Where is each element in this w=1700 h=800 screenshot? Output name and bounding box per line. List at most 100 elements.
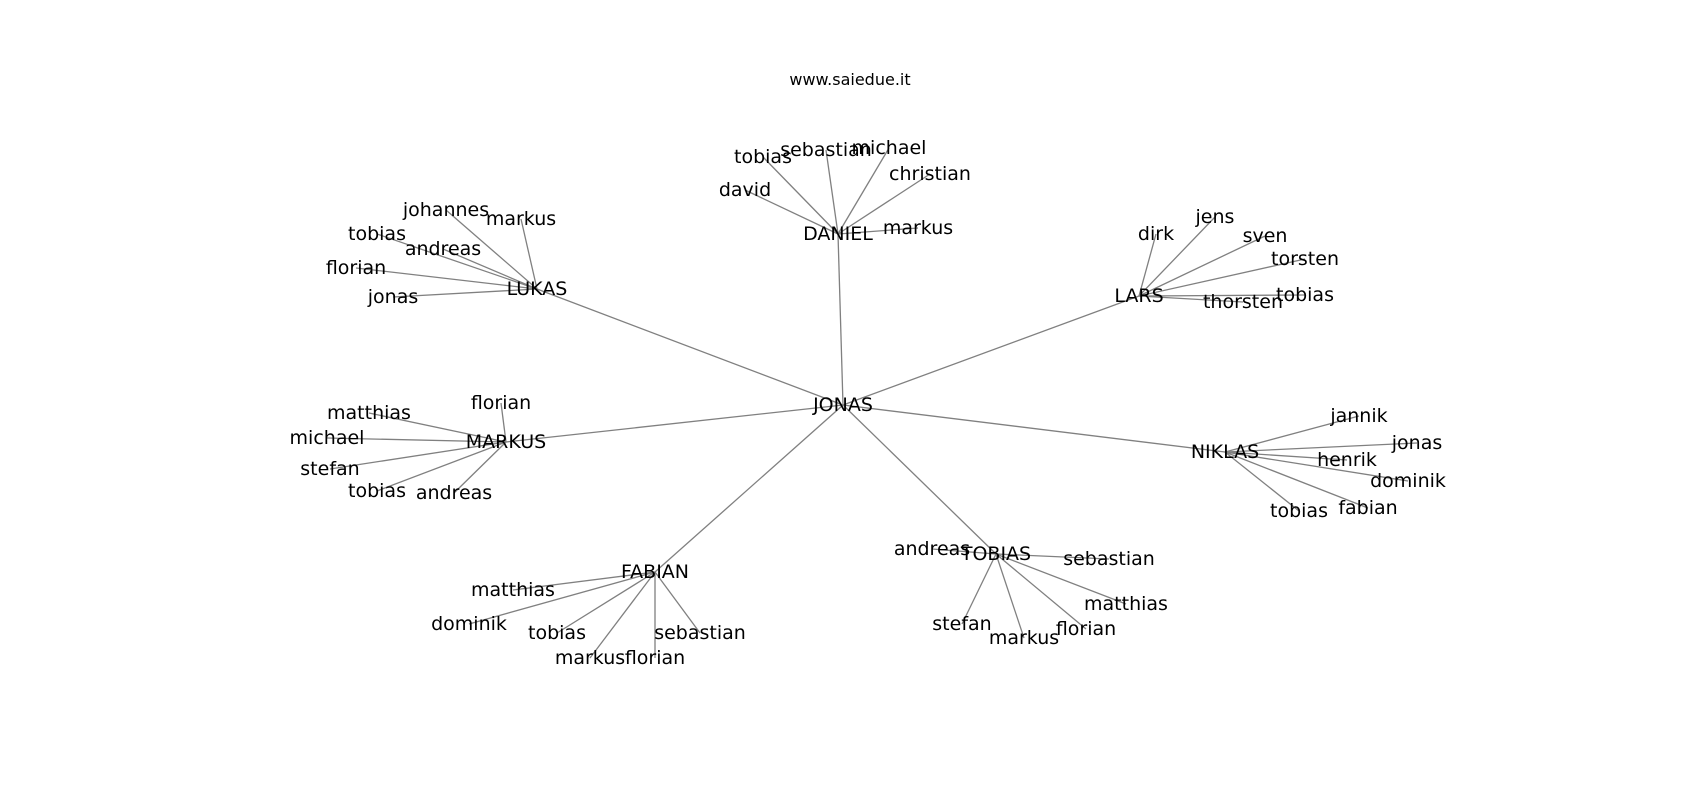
leaf-node-lukas-florian: florian	[326, 257, 386, 279]
edge-lars-sven	[1138, 235, 1266, 297]
leaf-node-niklas-henrik: henrik	[1317, 449, 1377, 471]
leaf-node-daniel-sebastian: sebastian	[780, 139, 872, 161]
hub-node-fabian: FABIAN	[621, 561, 689, 583]
edge-root-lars	[842, 295, 1140, 406]
leaf-node-fabian-matthias: matthias	[471, 579, 555, 601]
leaf-node-lukas-johannes: johannes	[402, 199, 489, 221]
edge-fabian-sebastian	[654, 571, 701, 634]
edge-lukas-florian	[355, 267, 538, 290]
leaf-node-daniel-tobias: tobias	[734, 146, 792, 168]
edge-daniel-markus	[837, 227, 919, 235]
hub-node-markus: MARKUS	[466, 431, 547, 453]
edge-lars-jens	[1138, 216, 1216, 297]
edge-root-lukas	[536, 288, 844, 406]
leaf-node-lars-sven: sven	[1243, 225, 1288, 247]
edge-fabian-markus	[589, 571, 656, 659]
edge-tobias-sebastian	[995, 553, 1110, 560]
leaf-node-tobias-markus: markus	[989, 627, 1059, 649]
leaf-node-lukas-markus: markus	[486, 208, 556, 230]
edge-root-markus	[505, 404, 844, 443]
edge-tobias-stefan	[961, 553, 997, 625]
edges-layer	[326, 147, 1418, 659]
edge-lukas-jonas	[392, 288, 538, 298]
edge-tobias-markus	[995, 553, 1025, 639]
edge-root-fabian	[654, 404, 844, 573]
edge-niklas-jonas	[1224, 442, 1418, 453]
edge-niklas-dominik	[1224, 451, 1409, 482]
leaf-node-markus-matthias: matthias	[327, 402, 411, 424]
watermark-text: www.saiedue.it	[789, 70, 911, 89]
edge-markus-florian	[500, 402, 507, 443]
edge-markus-stefan	[329, 441, 507, 470]
edge-lukas-tobias	[376, 233, 538, 290]
edge-niklas-fabian	[1224, 451, 1369, 509]
leaf-node-fabian-dominik: dominik	[431, 613, 507, 635]
edge-daniel-tobias	[762, 156, 839, 235]
leaf-node-markus-florian: florian	[471, 392, 531, 414]
edge-daniel-christian	[837, 173, 931, 235]
leaf-node-daniel-markus: markus	[883, 217, 953, 239]
hub-node-niklas: NIKLAS	[1191, 441, 1259, 463]
edge-lars-thorsten	[1138, 295, 1244, 303]
leaf-node-lukas-jonas: jonas	[367, 286, 419, 308]
leaf-node-lars-jens: jens	[1195, 206, 1235, 228]
leaf-node-niklas-jannik: jannik	[1329, 405, 1387, 427]
edge-daniel-david	[744, 189, 839, 235]
edge-tobias-florian	[995, 553, 1087, 630]
leaf-node-lukas-andreas: andreas	[405, 238, 481, 260]
leaf-node-markus-tobias: tobias	[348, 480, 406, 502]
hub-node-daniel: DANIEL	[803, 223, 873, 245]
root-node-label: JONAS	[812, 394, 873, 416]
edge-markus-andreas	[453, 441, 507, 494]
leaf-node-tobias-sebastian: sebastian	[1063, 548, 1155, 570]
edge-root-tobias	[842, 404, 997, 555]
leaf-node-tobias-matthias: matthias	[1084, 593, 1168, 615]
edge-lukas-markus	[520, 218, 538, 290]
leaf-node-daniel-christian: christian	[889, 163, 971, 185]
edge-niklas-tobias	[1224, 451, 1300, 512]
edge-tobias-andreas	[931, 548, 997, 555]
leaf-node-lukas-tobias: tobias	[348, 223, 406, 245]
leaf-node-markus-stefan: stefan	[300, 458, 359, 480]
edge-root-niklas	[842, 404, 1226, 453]
edge-lars-dirk	[1138, 233, 1157, 297]
leaf-node-fabian-tobias: tobias	[528, 622, 586, 644]
leaf-node-niklas-fabian: fabian	[1338, 497, 1397, 519]
edge-fabian-matthias	[512, 571, 656, 591]
edge-tobias-matthias	[995, 553, 1127, 605]
leaf-node-niklas-tobias: tobias	[1270, 500, 1328, 522]
edge-root-daniel	[837, 233, 844, 406]
leaf-node-tobias-florian: florian	[1056, 618, 1116, 640]
edge-niklas-henrik	[1224, 451, 1348, 461]
edge-niklas-jannik	[1224, 415, 1360, 453]
leaf-node-daniel-david: david	[719, 179, 771, 201]
edge-fabian-dominik	[468, 571, 656, 625]
edge-markus-tobias	[376, 441, 507, 492]
leaf-node-tobias-stefan: stefan	[932, 613, 991, 635]
leaf-node-lars-thorsten: thorsten	[1203, 291, 1283, 313]
edge-lukas-andreas	[442, 248, 538, 290]
edge-lars-torsten	[1138, 258, 1306, 297]
hub-node-lukas: LUKAS	[507, 278, 568, 300]
leaf-node-fabian-florian: florian	[625, 647, 685, 669]
edge-fabian-tobias	[556, 571, 656, 634]
edge-markus-matthias	[368, 412, 507, 443]
labels-layer: JONASDANIELdavidtobiassebastianmichaelch…	[290, 137, 1446, 669]
leaf-node-fabian-sebastian: sebastian	[654, 622, 746, 644]
leaf-node-daniel-michael: michael	[852, 137, 927, 159]
leaf-node-lars-dirk: dirk	[1138, 223, 1174, 245]
leaf-node-niklas-jonas: jonas	[1391, 432, 1443, 454]
leaf-node-fabian-markus: markus	[555, 647, 625, 669]
edge-daniel-michael	[837, 147, 890, 235]
leaf-node-markus-michael: michael	[290, 427, 365, 449]
edge-lukas-johannes	[445, 209, 538, 290]
leaf-node-markus-andreas: andreas	[416, 482, 492, 504]
leaf-node-lars-tobias: tobias	[1276, 284, 1334, 306]
hub-node-lars: LARS	[1114, 285, 1163, 307]
edge-lars-tobias	[1138, 294, 1306, 297]
hub-node-tobias: TOBIAS	[960, 543, 1031, 565]
edge-daniel-sebastian	[825, 149, 839, 235]
leaf-node-tobias-andreas: andreas	[894, 538, 970, 560]
leaf-node-lars-torsten: torsten	[1271, 248, 1339, 270]
